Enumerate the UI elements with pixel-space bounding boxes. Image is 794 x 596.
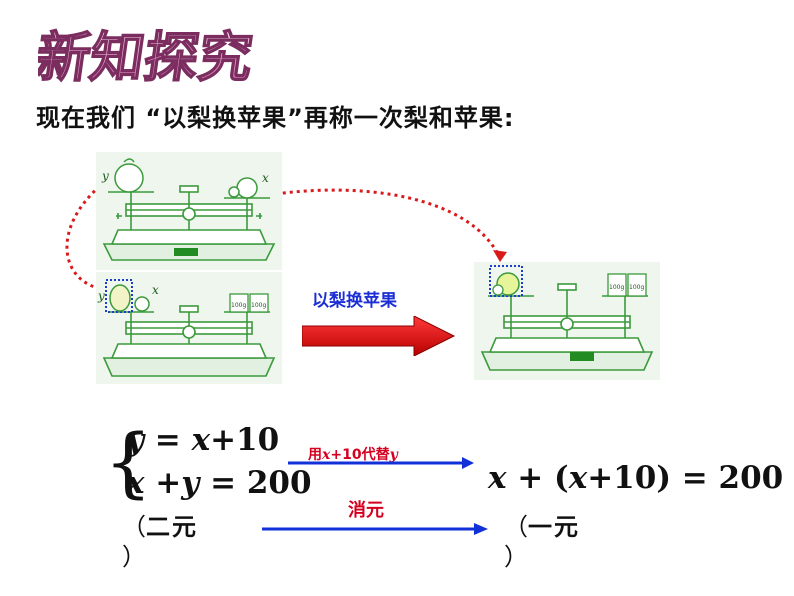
eq2-rest: = 200 bbox=[199, 465, 312, 501]
right-note-open: （ bbox=[504, 513, 528, 541]
left-note-close: ） bbox=[122, 543, 146, 571]
scale2-weight-label-2: 100g bbox=[251, 302, 266, 309]
scale3-weight-label-1: 100g bbox=[609, 284, 624, 291]
right-note: （一元 ） bbox=[504, 512, 580, 572]
res-rest: +10) = 200 bbox=[587, 460, 784, 496]
res-mid1: + ( bbox=[506, 460, 569, 496]
scale2-y-label: y bbox=[97, 289, 105, 303]
eq1-rhs-rest: +10 bbox=[210, 422, 280, 458]
res-v2: x bbox=[568, 460, 588, 496]
sub-var1: x bbox=[322, 447, 331, 463]
left-note-text: 二元 bbox=[146, 513, 198, 541]
left-note-open: （ bbox=[122, 513, 146, 541]
page-heading: 新知探究 bbox=[31, 18, 278, 92]
right-note-text: 一元 bbox=[528, 513, 580, 541]
system-equation-2: x +y = 200 bbox=[126, 465, 312, 501]
elimination-arrow bbox=[262, 523, 488, 535]
substitute-label: 用x+10代替y bbox=[308, 444, 398, 464]
balance-scale-2: 100g 100g y x bbox=[96, 272, 282, 384]
subtitle-text: 现在我们 “以梨换苹果”再称一次梨和苹果: bbox=[36, 104, 515, 132]
left-note: （二元 ） bbox=[122, 512, 198, 572]
system-brace: { bbox=[104, 417, 153, 506]
eq2-plus: + bbox=[144, 465, 182, 501]
scale1-y-label: y bbox=[101, 169, 109, 183]
right-note-close: ） bbox=[504, 543, 528, 571]
scale1-x-label: x bbox=[262, 171, 269, 185]
eq2-b: y bbox=[181, 465, 200, 501]
eq2-a: x bbox=[126, 465, 145, 501]
eq1-rhs-var: x bbox=[191, 422, 211, 458]
eq1-lhs: y bbox=[126, 422, 145, 458]
system-equation-1: y = x+10 bbox=[126, 422, 279, 458]
balance-scale-1: y x bbox=[96, 152, 282, 270]
sub-mid: +10代替 bbox=[330, 447, 390, 463]
eq1-eq: = bbox=[144, 422, 192, 458]
result-equation: x + (x+10) = 200 bbox=[488, 460, 783, 496]
sub-var2: y bbox=[389, 447, 398, 463]
balance-scale-3: 100g 100g bbox=[474, 262, 660, 380]
transfer-label: 以梨换苹果 bbox=[312, 291, 397, 311]
scale2-x-label: x bbox=[152, 283, 159, 297]
scale2-weight-label-1: 100g bbox=[231, 302, 246, 309]
sub-pre: 用 bbox=[308, 447, 322, 463]
scale3-weight-label-2: 100g bbox=[629, 284, 644, 291]
big-red-arrow bbox=[302, 316, 456, 356]
heading-text: 新知探究 bbox=[38, 26, 257, 89]
elimination-label: 消元 bbox=[348, 500, 384, 521]
substitute-arrow bbox=[288, 457, 474, 469]
res-v1: x bbox=[488, 460, 507, 496]
